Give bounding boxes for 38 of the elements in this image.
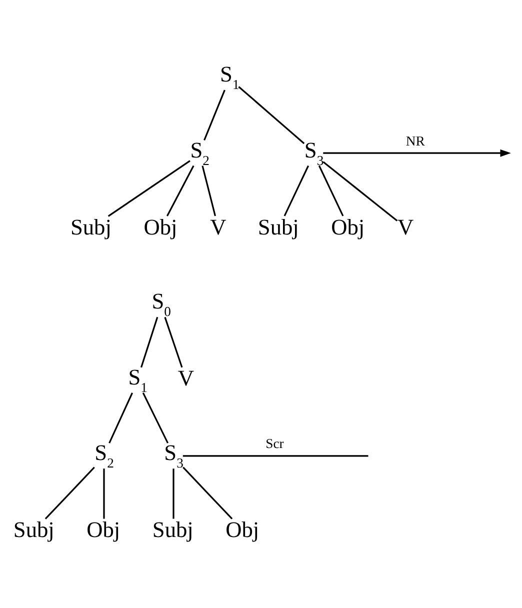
node-text: S$_{1}$	[128, 364, 148, 394]
connector	[140, 316, 158, 368]
connector	[322, 160, 398, 221]
node-text: Obj	[86, 516, 120, 542]
connector	[182, 466, 233, 519]
connector	[164, 316, 183, 368]
connector	[103, 468, 105, 518]
node-text: S$_{2}$	[190, 136, 210, 168]
node-text: S$_{2}$	[94, 440, 114, 470]
node-text: Obj	[226, 516, 260, 542]
connector	[238, 86, 305, 144]
connector	[204, 89, 226, 140]
edge-label: NR	[406, 132, 425, 148]
arrow	[323, 148, 511, 156]
node-text: Subj	[152, 516, 194, 542]
node-text: V	[178, 365, 194, 390]
connector	[182, 454, 368, 456]
node-text: V	[210, 214, 226, 239]
connector	[318, 164, 344, 216]
connector	[44, 466, 95, 519]
node-text: V	[398, 214, 414, 239]
connector	[108, 392, 133, 443]
connector	[202, 165, 216, 216]
node-text: S$_{0}$	[152, 288, 172, 319]
connector	[142, 392, 169, 443]
node-text: S$_{3}$	[164, 440, 184, 470]
node-text: Subj	[13, 516, 54, 542]
connector	[166, 164, 194, 216]
node-text: S$_{3}$	[304, 136, 324, 168]
node-text: Obj	[331, 214, 365, 239]
node-text: Subj	[258, 214, 299, 239]
edge-label: Scr	[266, 436, 284, 451]
node-text: S$_{1}$	[220, 61, 240, 92]
connector	[108, 160, 190, 216]
connector	[284, 164, 310, 216]
node-text: Subj	[70, 214, 112, 239]
node-text: Obj	[144, 214, 178, 239]
connector	[172, 468, 174, 518]
